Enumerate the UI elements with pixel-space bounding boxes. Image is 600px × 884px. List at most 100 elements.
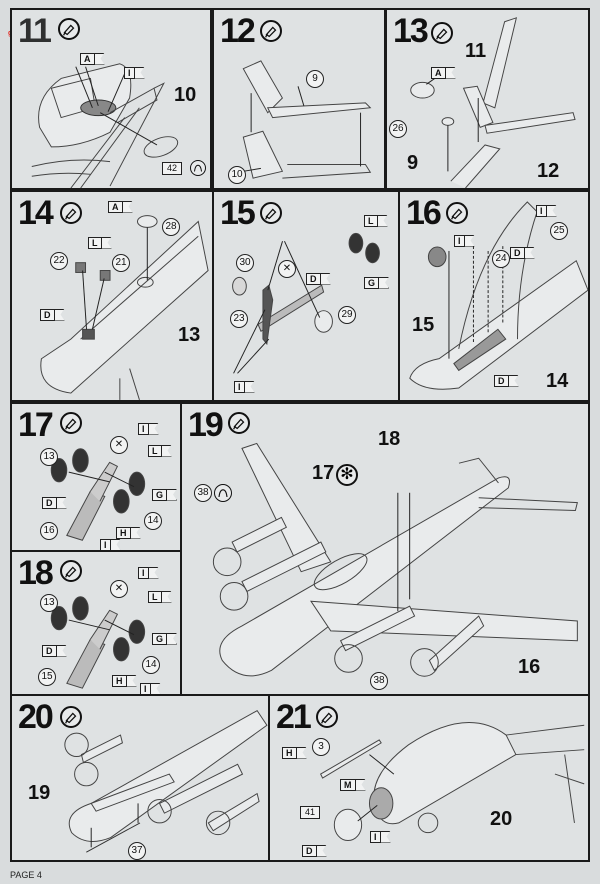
glue-icon: [58, 18, 80, 40]
decal-flag-m: M: [340, 778, 366, 791]
paint-optional-icon: [214, 484, 232, 502]
decal-flag-a: A: [431, 66, 456, 79]
decal-flag-g: G: [364, 276, 390, 289]
decal-flag-l: L: [148, 590, 172, 603]
decal-flag-d: D: [40, 308, 65, 321]
part-label-12: 12: [537, 160, 560, 182]
glue-icon: [260, 202, 282, 224]
step-15-panel: 15 L G 30 ✕ D 23 29 I: [212, 190, 400, 402]
glue-icon: [60, 202, 82, 224]
part-circle-28: 28: [162, 218, 180, 236]
step-20-panel: 20 19 37: [10, 694, 270, 862]
decal-flag-a: A: [108, 200, 133, 213]
decal-flag-i: I: [140, 682, 161, 694]
part-label-20: 20: [490, 808, 513, 830]
part-circle-25: 25: [550, 222, 568, 240]
glue-icon: [60, 560, 82, 582]
part-circle-9: 9: [306, 70, 324, 88]
step-14-panel: 14 A 28 L 22 21 D 13: [10, 190, 214, 402]
glue-icon: [228, 412, 250, 434]
decal-flag-i: I: [454, 234, 475, 247]
step-18-panel: 18 I ✕ 13 L G D 14 15 H I: [10, 550, 182, 696]
glue-icon: [260, 20, 282, 42]
part-circle-13: 13: [40, 448, 58, 466]
step-14-drawing: [40, 215, 209, 400]
part-circle-13: 13: [40, 594, 58, 612]
decal-flag-d: D: [494, 374, 519, 387]
decal-flag-i: I: [138, 422, 159, 435]
part-circle-38: 38: [194, 484, 212, 502]
decal-flag-i: I: [234, 380, 255, 393]
step-number: 13: [393, 12, 429, 50]
part-circle-14: 14: [144, 512, 162, 530]
part-label-14: 14: [546, 370, 569, 392]
step-number: 12: [220, 12, 256, 50]
part-circle-10: 10: [228, 166, 246, 184]
step-number: 15: [220, 194, 256, 232]
glue-icon: [446, 202, 468, 224]
glue-icon: [60, 412, 82, 434]
page-footer: PAGE 4: [10, 870, 42, 880]
paint-optional-icon: [190, 160, 206, 176]
part-circle-23: 23: [230, 310, 248, 328]
decal-flag-a: A: [80, 52, 105, 65]
decal-flag-l: L: [364, 214, 388, 227]
step-21-panel: 21 3 H M 41 D I 20: [268, 694, 590, 862]
step-16-panel: 16 I 25 I 24 D 15 D 14: [398, 190, 590, 402]
decal-flag-d: D: [42, 496, 67, 509]
part-box-41: 41: [300, 806, 321, 819]
part-circle-15: 15: [38, 668, 56, 686]
decal-flag-l: L: [148, 444, 172, 457]
no-paint-icon: ✕: [110, 580, 128, 598]
decal-flag-d: D: [302, 844, 327, 857]
step-12-drawing: [242, 60, 372, 179]
step-18-drawing: [50, 596, 146, 689]
glue-icon: [60, 706, 82, 728]
decal-flag-d: D: [306, 272, 331, 285]
step-number: 17: [18, 406, 54, 444]
step-13-panel: 13 11 A 26 9 12: [385, 8, 590, 190]
no-paint-icon: ✕: [278, 260, 296, 278]
part-label-13: 13: [178, 324, 201, 346]
part-circle-26: 26: [389, 120, 407, 138]
decal-flag-i: I: [124, 66, 145, 79]
step-21-drawing: [320, 722, 585, 841]
step-19-drawing: [212, 442, 578, 677]
part-label-15: 15: [412, 314, 435, 336]
step-number: 20: [18, 698, 54, 736]
decal-flag-i: I: [100, 538, 121, 550]
decal-flag-i: I: [138, 566, 159, 579]
part-label-19: 19: [28, 782, 51, 804]
decal-flag-i: I: [536, 204, 557, 217]
part-circle-21: 21: [112, 254, 130, 272]
part-circle-3: 3: [312, 738, 330, 756]
part-circle-22: 22: [50, 252, 68, 270]
glue-icon: [431, 22, 453, 44]
step-17-panel: 17 I ✕ 13 L G D 14 H 16 I: [10, 402, 182, 552]
optional-star-icon: ✻: [336, 464, 358, 486]
step-number: 18: [18, 554, 54, 592]
step-number: 16: [406, 194, 442, 232]
step-11-drawing: [31, 63, 179, 188]
glue-icon: [316, 706, 338, 728]
part-label-17: 17: [312, 462, 335, 484]
part-circle-29: 29: [338, 306, 356, 324]
part-circle-38: 38: [370, 672, 388, 690]
step-number: 14: [18, 194, 54, 232]
decal-flag-g: G: [152, 488, 178, 501]
decal-flag-g: G: [152, 632, 178, 645]
step-number: 11: [18, 12, 52, 50]
decal-flag-l: L: [88, 236, 112, 249]
step-12-panel: 12 9 10: [212, 8, 386, 190]
step-number: 19: [188, 406, 224, 444]
part-label-9: 9: [407, 152, 419, 174]
step-17-drawing: [50, 448, 146, 541]
step-number: 21: [276, 698, 312, 736]
step-11-panel: 11 A I 10 42: [10, 8, 212, 190]
part-label-10: 10: [174, 84, 197, 106]
part-box-42: 42: [162, 162, 183, 175]
part-circle-14: 14: [142, 656, 160, 674]
step-15-drawing: [232, 232, 380, 374]
part-circle-24: 24: [492, 250, 510, 268]
decal-flag-d: D: [42, 644, 67, 657]
